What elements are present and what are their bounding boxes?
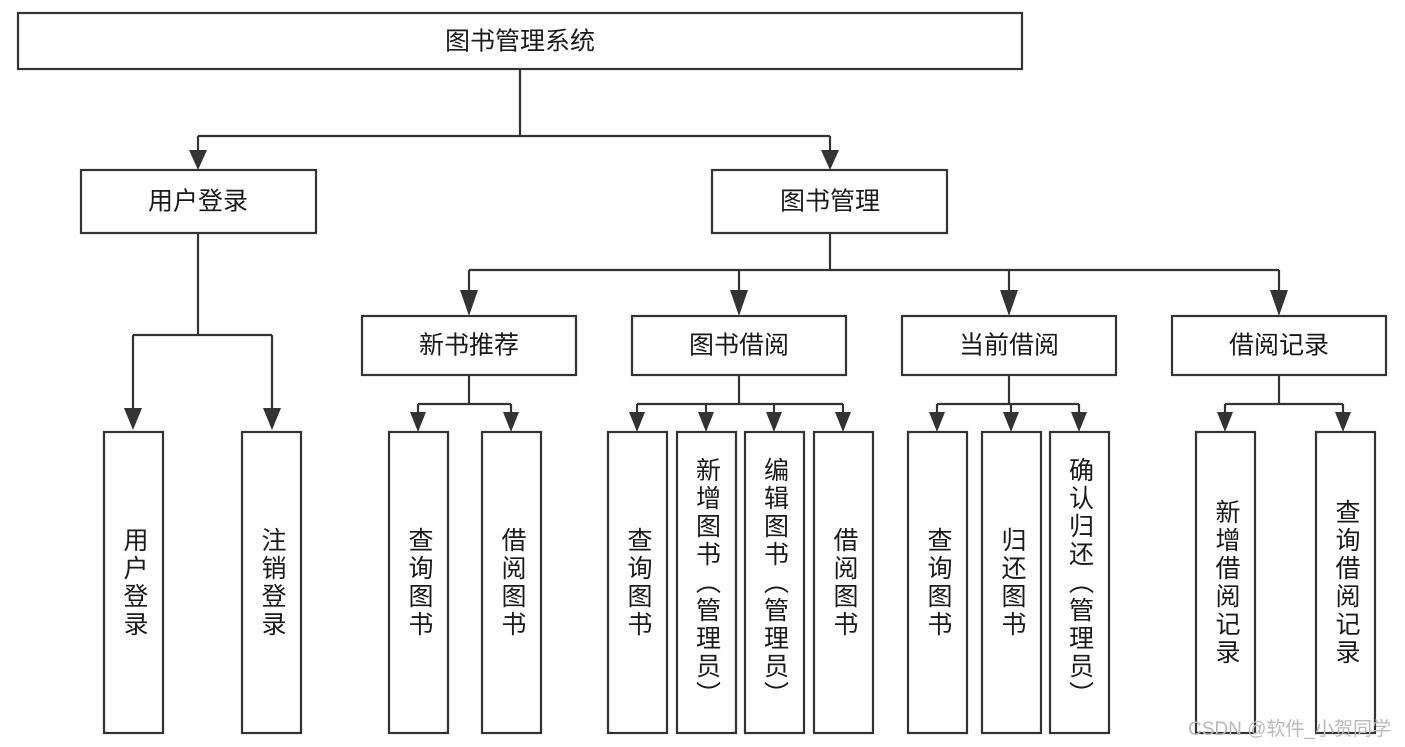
node-borrow-record-box[interactable] [1170,314,1388,377]
node-leaf-query-book-2[interactable] [606,430,669,735]
node-leaf-user-login[interactable] [102,430,165,735]
node-leaf-borrow-book-2[interactable] [812,430,875,735]
node-leaf-logout[interactable] [240,430,303,735]
node-leaf-query-book-3[interactable] [906,430,969,735]
node-leaf-confirm-return-box[interactable] [1048,430,1111,735]
arrow-head-user-login [189,150,207,170]
arrow-head-leaf-borrow-book-1 [503,412,519,432]
node-leaf-query-record-box[interactable] [1314,430,1377,735]
node-leaf-user-login-box[interactable] [102,430,165,735]
arrow-head-leaf-edit-book [766,412,782,432]
arrow-head-book-borrow [730,290,748,316]
node-leaf-borrow-book-2-box[interactable] [812,430,875,735]
node-leaf-borrow-book-1[interactable] [480,430,543,735]
arrow-head-leaf-return-book [1003,412,1019,432]
node-leaf-borrow-book-1-box[interactable] [480,430,543,735]
node-book-manage[interactable]: 图书管理 [710,168,949,235]
arrow-head-leaf-query-book-3 [929,412,945,432]
arrow-head-leaf-add-book [698,412,714,432]
node-leaf-query-book-2-box[interactable] [606,430,669,735]
arrow-head-leaf-query-book-2 [629,412,645,432]
arrow-head-book-manage [821,150,839,170]
node-borrow-record[interactable]: 借阅记录 [1170,314,1388,377]
node-book-borrow-label: 图书借阅 [689,332,789,360]
node-leaf-add-book[interactable] [675,430,738,735]
node-current-borrow-label: 当前借阅 [959,332,1059,360]
node-leaf-query-book-1[interactable] [387,430,450,735]
arrow-head-new-book-recommend [460,290,478,316]
node-user-login-label: 用户登录 [148,188,248,216]
arrow-head-leaf-confirm-return [1071,412,1087,432]
node-borrow-record-label: 借阅记录 [1229,332,1329,360]
arrow-head-leaf-add-record [1217,412,1233,432]
node-current-borrow-box[interactable] [900,314,1118,377]
node-current-borrow[interactable]: 当前借阅 [900,314,1118,377]
node-new-book-recommend-box[interactable] [360,314,578,377]
arrow-head-borrow-record [1270,290,1288,316]
arrow-head-leaf-query-book-1 [410,412,426,432]
node-leaf-logout-box[interactable] [240,430,303,735]
node-root-label: 图书管理系统 [445,28,595,56]
node-leaf-confirm-return[interactable] [1048,430,1111,735]
node-leaf-return-book-box[interactable] [980,430,1043,735]
node-leaf-add-book-box[interactable] [675,430,738,735]
node-book-borrow[interactable]: 图书借阅 [630,314,848,377]
arrow-head-leaf-borrow-book-2 [835,412,851,432]
node-book-manage-box[interactable] [710,168,949,235]
node-leaf-query-book-3-box[interactable] [906,430,969,735]
arrow-head-leaf-query-record [1335,412,1351,432]
connector-layer [124,69,1351,432]
node-leaf-query-record[interactable] [1314,430,1377,735]
node-user-login[interactable]: 用户登录 [79,168,318,235]
node-leaf-return-book[interactable] [980,430,1043,735]
arrow-head-leaf-user-login [124,408,142,430]
node-leaf-edit-book[interactable] [743,430,806,735]
node-book-manage-label: 图书管理 [780,188,880,216]
node-leaf-add-record-box[interactable] [1194,430,1257,735]
node-leaf-query-book-1-box[interactable] [387,430,450,735]
node-book-borrow-box[interactable] [630,314,848,377]
node-new-book-recommend-label: 新书推荐 [419,332,519,360]
node-root[interactable]: 图书管理系统 [16,11,1024,71]
node-leaf-edit-book-box[interactable] [743,430,806,735]
node-leaf-add-record[interactable] [1194,430,1257,735]
arrow-head-current-borrow [1000,290,1018,316]
arrow-head-leaf-logout [263,408,281,430]
node-root-box[interactable] [16,11,1024,71]
node-new-book-recommend[interactable]: 新书推荐 [360,314,578,377]
node-user-login-box[interactable] [79,168,318,235]
